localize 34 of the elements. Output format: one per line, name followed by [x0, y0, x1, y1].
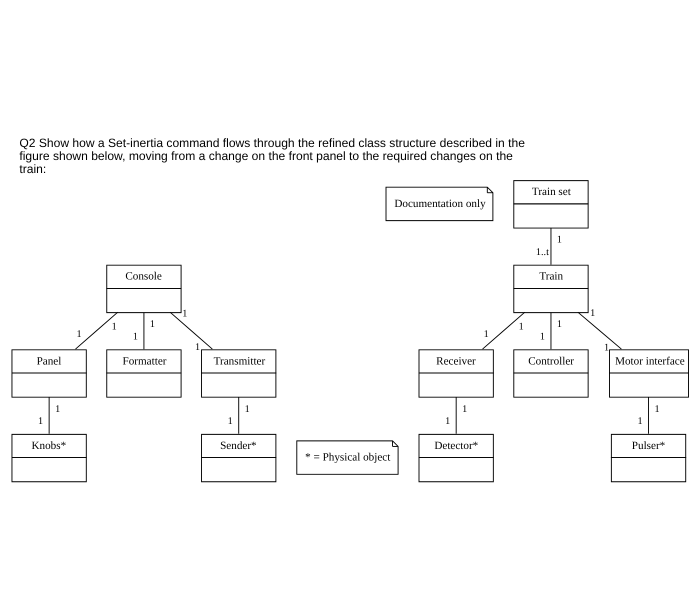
label: 1 — [484, 329, 489, 340]
label: 1 — [244, 404, 250, 415]
label: 1 — [76, 329, 82, 340]
connector — [48, 396, 50, 434]
connector — [648, 396, 649, 434]
label: 1 — [540, 332, 545, 343]
label: 1 — [55, 404, 60, 415]
connector — [482, 312, 526, 350]
label: 1 — [228, 416, 233, 428]
connector — [577, 312, 622, 350]
label: 1 — [637, 416, 643, 428]
label: 1 — [518, 321, 524, 332]
label: 1 — [556, 234, 562, 246]
connector — [550, 312, 552, 350]
connector — [456, 396, 457, 434]
label: 1 — [654, 404, 660, 415]
label: 1 — [604, 342, 610, 354]
label: 1 — [590, 308, 596, 320]
connector — [238, 396, 240, 434]
connector — [143, 312, 144, 350]
label: 1 — [462, 404, 468, 415]
label: 1..t — [536, 247, 549, 258]
label: 1 — [556, 319, 562, 330]
label: 1 — [112, 321, 117, 332]
connector — [170, 312, 213, 350]
label: 1 — [182, 308, 188, 320]
diagram-title: Q2 Show how a Set-inertia command flows through the refined class structure described in the figure shown below, moving from a change on the front panel to the required changes on the train: — [19, 136, 525, 176]
label: 1 — [445, 416, 450, 428]
connector — [75, 312, 118, 350]
label: 1 — [194, 342, 200, 354]
label: 1 — [150, 319, 156, 330]
label: 1 — [38, 416, 44, 428]
label: 1 — [132, 332, 138, 343]
connector — [550, 227, 552, 266]
